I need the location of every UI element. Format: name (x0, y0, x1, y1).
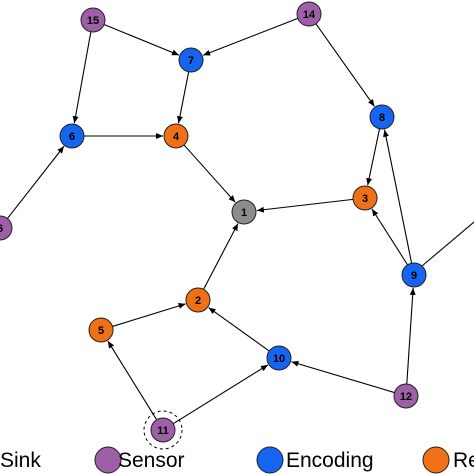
legend-item-encoding: Encoding (256, 446, 374, 474)
node-label: 10 (273, 353, 285, 365)
nodes: 12345678910111214156 (0, 1, 427, 450)
node-16: 6 (0, 215, 13, 241)
node-circle (231, 199, 257, 225)
legend: Sink Sensor Encoding Re (0, 446, 474, 474)
node-circle (185, 287, 211, 313)
node-label: 7 (188, 55, 194, 67)
edge-offscreen-stub (421, 221, 474, 267)
node-label: 9 (411, 270, 417, 282)
node-3: 3 (352, 185, 378, 211)
edge-12-to-9 (406, 287, 416, 385)
node-label: 15 (87, 15, 99, 27)
node-label: 6 (69, 131, 75, 143)
legend-swatch (94, 446, 122, 474)
edge-15-to-7 (103, 24, 180, 56)
legend-label: Sink (0, 449, 41, 472)
edge-9-to-3 (371, 208, 409, 266)
node-circle (178, 47, 204, 73)
node-4: 4 (163, 123, 189, 149)
node-7: 7 (178, 47, 204, 73)
node-label: 8 (379, 112, 385, 124)
legend-label: Re (453, 449, 474, 472)
node-label: 6 (0, 223, 3, 235)
edge-7-to-4 (176, 71, 190, 124)
highlight-ring (143, 410, 183, 450)
edge-4-to-1 (183, 144, 236, 203)
edge-2-to-1 (203, 223, 239, 290)
node-14: 14 (296, 1, 322, 27)
edge-11-to-5 (107, 340, 158, 421)
node-9: 9 (401, 262, 427, 288)
edge-14-to-7 (202, 17, 299, 56)
node-label: 14 (303, 9, 316, 21)
legend-swatch (256, 446, 284, 474)
node-5: 5 (88, 317, 114, 343)
node-10: 10 (266, 345, 292, 371)
legend-item-relay: Re (422, 446, 474, 474)
legend-swatch (422, 446, 450, 474)
edge-11-to-10 (172, 364, 269, 425)
edge-14-to-8 (315, 23, 375, 107)
node-label: 12 (400, 391, 412, 403)
node-label: 2 (195, 295, 201, 307)
node-label: 4 (173, 131, 180, 143)
node-circle (393, 383, 419, 409)
legend-item-sensor: Sensor (94, 446, 185, 474)
node-circle (88, 317, 114, 343)
node-circle (150, 417, 176, 443)
edge-5-to-2 (112, 303, 186, 327)
node-2: 2 (185, 287, 211, 313)
edge-10-to-2 (208, 307, 270, 352)
edge-16-to-6 (6, 145, 65, 219)
edge-15-to-6 (72, 31, 92, 124)
node-label: 1 (241, 207, 247, 219)
node-1: 1 (231, 199, 257, 225)
node-label: 11 (157, 425, 169, 437)
node-circle (401, 262, 427, 288)
node-circle (266, 345, 292, 371)
edge-12-to-10 (291, 360, 395, 394)
edges (6, 17, 474, 425)
node-circle (352, 185, 378, 211)
legend-item-sink: Sink (0, 449, 41, 472)
node-6: 6 (59, 123, 85, 149)
edge-3-to-1 (256, 198, 354, 213)
node-circle (80, 7, 106, 33)
edge-9-to-8 (383, 129, 413, 264)
node-circle (163, 123, 189, 149)
node-8: 8 (369, 104, 395, 130)
node-12: 12 (393, 383, 419, 409)
legend-label: Encoding (286, 449, 374, 472)
legend-label: Sensor (118, 449, 185, 472)
node-circle (296, 1, 322, 27)
node-label: 5 (98, 325, 104, 337)
node-circle (369, 104, 395, 130)
node-11: 11 (143, 410, 183, 450)
node-circle (59, 123, 85, 149)
node-label: 3 (362, 193, 368, 205)
edge-8-to-3 (366, 128, 381, 186)
node-circle (0, 215, 13, 241)
node-15: 15 (80, 7, 106, 33)
